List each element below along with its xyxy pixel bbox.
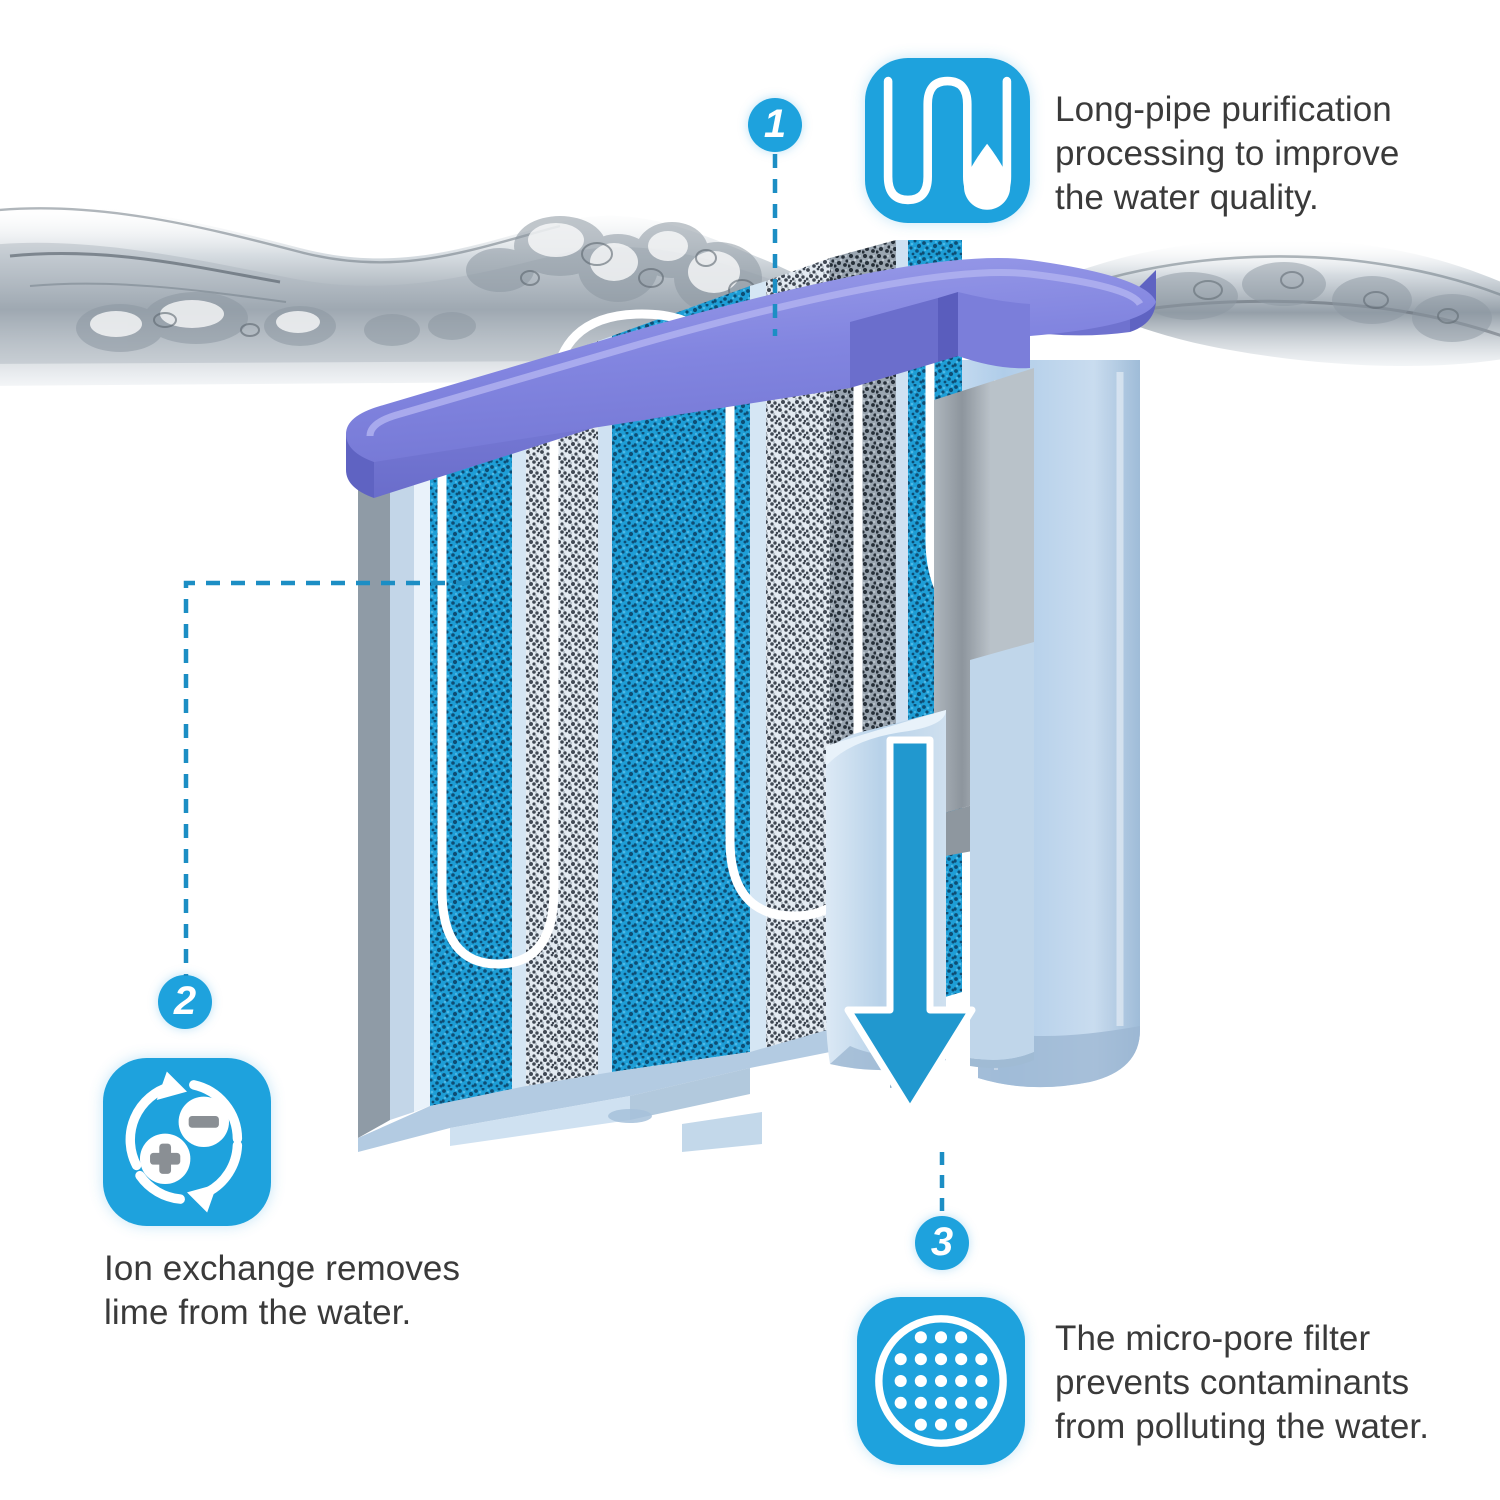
water-surface-splash [0, 150, 1500, 410]
callout-text-ion-exchange: Ion exchange removes lime from the water… [104, 1249, 461, 1333]
leader-line-1 [745, 150, 805, 340]
serpentine-pipe-droplet-icon [865, 58, 1030, 223]
step-badge-3: 3 [915, 1216, 969, 1270]
filter-cap [346, 258, 1156, 498]
step-badge-1: 1 [748, 98, 802, 152]
callout-text-long-pipe: Long-pipe purification processing to imp… [1055, 90, 1400, 218]
step-badge-2: 2 [158, 975, 212, 1029]
cartridge-left-wall [358, 402, 430, 1138]
ion-exchange-cycle-icon [103, 1058, 271, 1226]
micro-pore-dots-icon [857, 1297, 1025, 1465]
callout-text-micro-pore: The micro-pore filter prevents contamina… [1055, 1319, 1430, 1447]
leader-line-2 [178, 578, 478, 982]
filtered-water-outflow-arrow [844, 736, 976, 1114]
water-filter-cartridge [330, 240, 1170, 1170]
leader-line-3 [918, 1150, 978, 1222]
